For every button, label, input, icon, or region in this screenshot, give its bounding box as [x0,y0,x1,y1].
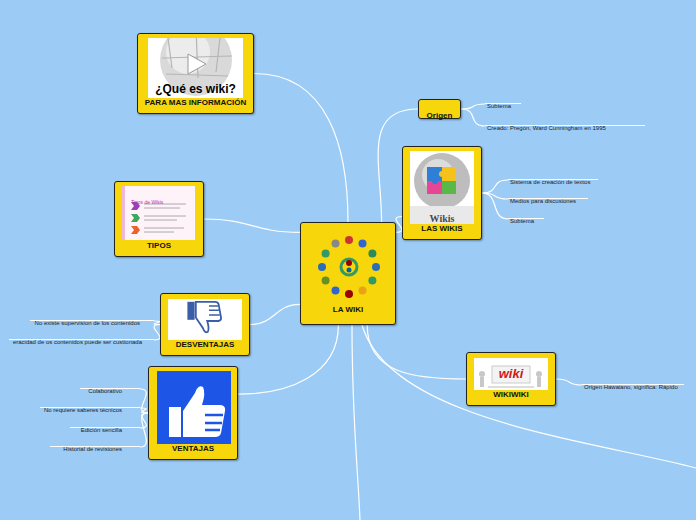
text-holder: ¿Qué es wiki? [138,79,253,97]
subtopic-text: Historial de revisiones [63,445,122,453]
topic-box: LA WIKI [300,222,396,325]
open-branch [352,325,360,520]
subtopic-item: No existe supervision de los contenidos [30,311,154,321]
subtopic-item: Historial de revisiones [50,437,140,447]
topic-label: PARA MAS INFORMACIÓN [145,98,246,107]
text-holder: Origen [419,104,460,122]
subtopic-text: Medios para discusiones [510,197,576,205]
subtopic-item: eracidad de os contenidos puede ser cust… [9,330,154,340]
text-holder: DESVENTAJAS [161,333,249,351]
thumbs-up [157,371,231,444]
subtopic-text: eracidad de os contenidos puede ser cust… [13,338,142,346]
text-holder: Wikis [403,208,481,226]
branch-line [556,379,582,385]
topic-label: WIKIWIKI [493,390,529,399]
topic-box: wikiWIKIWIKI [466,352,556,406]
types-thumbnail [122,186,195,240]
topic-label: DESVENTAJAS [176,340,235,349]
branch-line [204,219,300,232]
branch-line [140,389,148,413]
branch-line [461,104,485,109]
subtopic-text: Subtema [487,102,511,110]
topic-box: WikisLAS WIKIS [402,146,482,240]
branch-line [254,74,348,223]
subtopic-text: Creado: Pregón, Ward Cunningham en 1995 [487,124,606,132]
topic-label: TIPOS [147,241,171,250]
subtopic-item: Colaborativo [80,379,140,389]
topic-label: VENTAJAS [172,444,214,453]
image-text: ¿Qué es wiki? [155,82,236,96]
subtopic-text: No requiere saberes técnicos [44,406,122,414]
branch-line [140,408,148,413]
branch-line [140,413,148,447]
topic-box: Origen [418,99,461,119]
subtopic-item: Sistema de creación de textos [508,170,598,180]
subtopic-item: Medios para discusiones [508,189,588,199]
open-branch [362,325,696,468]
text-holder: Tipos de Wikis [131,190,203,208]
branch-line [482,193,508,219]
image-text: wiki [499,367,524,381]
subtopic-item: Creado: Pregón, Ward Cunningham en 1995 [485,116,645,126]
topic-box: Tipos de WikisTIPOS [114,181,204,257]
subtopic-text: Colaborativo [88,387,122,395]
subtopic-item: Edición sencilla [70,418,140,428]
branch-line [482,180,508,193]
branch-line [461,109,485,126]
subtopic-text: Subtema [510,217,534,225]
subtopic-item: Subtema [508,209,544,219]
topic-box: ¿Qué es wiki? PARA MAS INFORMACIÓN [137,33,254,114]
branch-line [250,304,300,324]
topic-box: VENTAJAS [148,366,238,460]
branch-line [367,325,466,379]
text-holder: VENTAJAS [149,437,237,455]
topic-label: LA WIKI [333,305,363,314]
wikimedia-logos [301,223,394,303]
text-holder: WIKIWIKI [467,383,555,401]
subtopic-text: No existe supervision de los contenidos [35,319,140,327]
thumbs-down [168,299,242,340]
branch-line [238,325,338,394]
subtopic-text: Edición sencilla [81,426,122,434]
topic-label: LAS WIKIS [421,224,462,233]
subtopic-item: No requiere saberes técnicos [40,398,140,408]
topic-label: Origen [427,111,453,120]
text-holder: TIPOS [115,234,203,252]
image-text: Wikis [430,213,455,224]
subtopic-item: Origen Hawaiano, significa: Rápido [582,375,684,385]
text-holder: LA WIKI [301,298,395,316]
text-holder: wiki [467,364,555,382]
image-text: Tipos de Wikis [131,199,163,205]
subtopic-item: Subtema [485,94,521,104]
topic-box: DESVENTAJAS [160,293,250,356]
subtopic-text: Sistema de creación de textos [510,178,590,186]
subtopic-text: Origen Hawaiano, significa: Rápido [584,383,678,391]
